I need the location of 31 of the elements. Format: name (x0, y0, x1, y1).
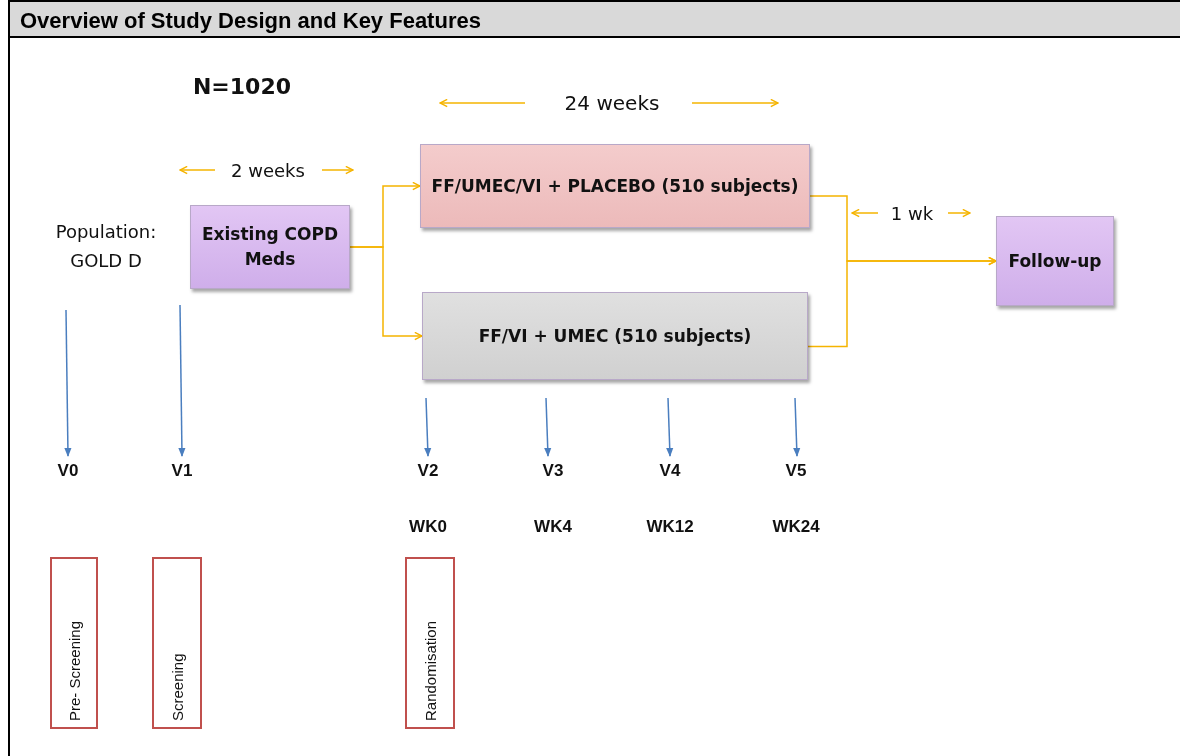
arrow (64, 309, 72, 457)
visit-label: V5 (776, 460, 816, 482)
visit-stage-box: Randomisation (405, 557, 455, 729)
arrow (793, 397, 801, 457)
arrow (349, 246, 423, 341)
arrow (424, 397, 432, 457)
visit-label: V0 (48, 460, 88, 482)
arrow (666, 397, 674, 457)
week-label: WK12 (646, 517, 694, 537)
week-label: WK4 (534, 517, 572, 537)
title: Overview of Study Design and Key Features (20, 8, 481, 34)
week-label: WK0 (409, 517, 447, 537)
duration-label: 2 weeks (231, 159, 305, 181)
process-box: Existing COPD Meds (190, 205, 350, 289)
visit-stage-box: Pre- Screening (50, 557, 98, 729)
duration-label: 1 wk (890, 202, 934, 224)
treatment-arm-box: FF/UMEC/VI + PLACEBO (510 subjects) (420, 144, 810, 228)
duration-label: 24 weeks (564, 91, 660, 115)
arrow (544, 397, 552, 457)
process-box: Follow-up (996, 216, 1114, 306)
visit-label: V3 (533, 460, 573, 482)
sample-size-label: N=1020 (192, 73, 292, 99)
visit-label: V2 (408, 460, 448, 482)
visit-stage-box: Screening (152, 557, 202, 729)
population-label: Population: GOLD D (54, 220, 158, 273)
treatment-arm-box: FF/VI + UMEC (510 subjects) (422, 292, 808, 380)
week-label: WK24 (772, 517, 820, 537)
visit-label: V4 (650, 460, 690, 482)
arrow (807, 256, 997, 348)
arrow (178, 304, 186, 457)
visit-label: V1 (162, 460, 202, 482)
